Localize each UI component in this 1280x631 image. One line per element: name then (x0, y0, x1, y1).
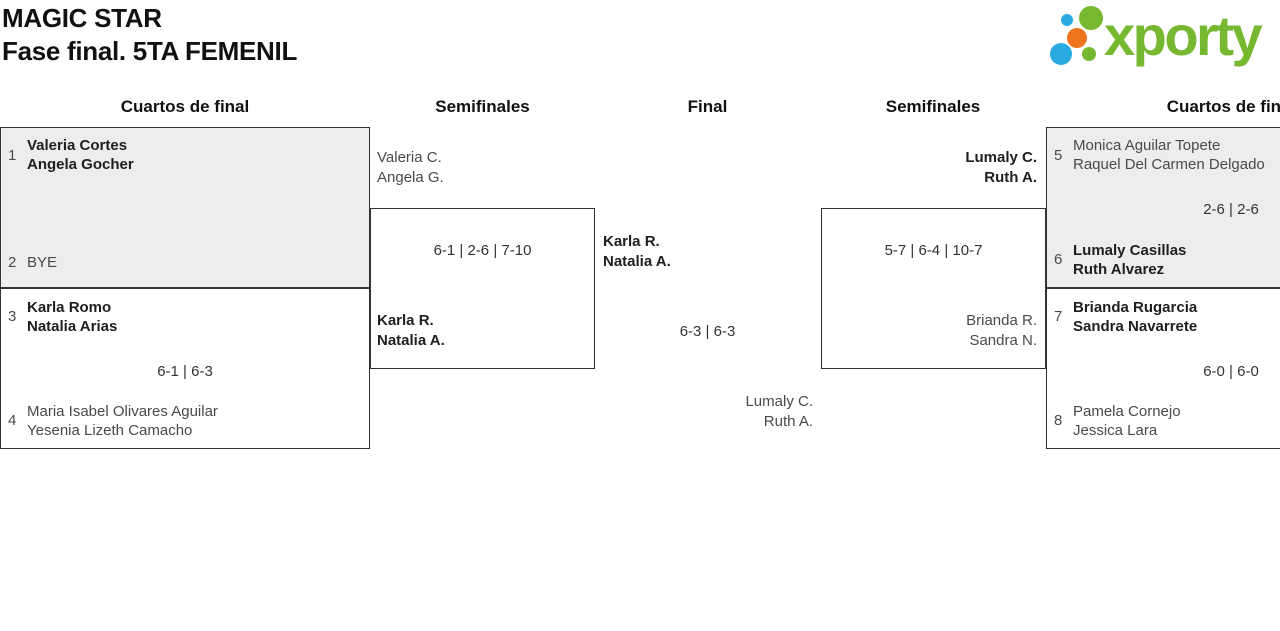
player-name: Ruth A. (984, 169, 1037, 186)
qf1-seed-top: 1 (8, 147, 17, 164)
sf2-team-top: Lumaly C. Ruth A. (965, 148, 1037, 188)
player-name: Angela G. (377, 169, 444, 186)
qf4-seed-top: 7 (1054, 308, 1063, 325)
final-score: 6-3 | 6-3 (679, 323, 736, 340)
sf1-score: 6-1 | 2-6 | 7-10 (433, 242, 532, 259)
qf2-seed-bottom: 4 (8, 412, 17, 429)
qf4-score: 6-0 | 6-0 (1203, 363, 1259, 380)
logo-dot-blue-small (1061, 14, 1073, 26)
sf1-team-bottom: Karla R. Natalia A. (377, 311, 445, 351)
player-name: Sandra N. (969, 332, 1037, 349)
player-name: Karla R. (377, 312, 434, 329)
logo-dot-orange (1067, 28, 1087, 48)
final-team-bottom: Lumaly C. Ruth A. (745, 392, 813, 432)
match-box-sf2 (821, 208, 1046, 369)
player-name: Valeria Cortes (27, 137, 128, 154)
match-box-qf1 (0, 127, 370, 288)
sf2-team-bottom: Brianda R. Sandra N. (966, 311, 1037, 351)
qf2-score: 6-1 | 6-3 (157, 363, 213, 380)
logo-dot-blue-large (1050, 43, 1072, 65)
qf1-seed-bottom: 2 (8, 254, 17, 271)
player-name: Brianda Rugarcia (1073, 299, 1198, 316)
player-name: Raquel Del Carmen Delgado (1073, 156, 1265, 173)
match-box-qf2 (0, 288, 370, 449)
qf1-team-top: Valeria Cortes Angela Gocher (27, 136, 134, 174)
player-name: Yesenia Lizeth Camacho (27, 422, 193, 439)
player-name: Brianda R. (966, 312, 1037, 329)
player-name: Lumaly Casillas (1073, 242, 1187, 259)
player-name: Lumaly C. (965, 149, 1037, 166)
player-name: Angela Gocher (27, 156, 134, 173)
tournament-header: MAGIC STAR Fase final. 5TA FEMENIL (2, 2, 297, 68)
logo-dot-green-large (1079, 6, 1103, 30)
round-header-sf-right: Semifinales (885, 97, 981, 116)
player-name: Natalia Arias (27, 318, 118, 335)
player-name: Jessica Lara (1073, 422, 1158, 439)
player-name: Ruth Alvarez (1073, 261, 1165, 278)
category-subtitle: Fase final. 5TA FEMENIL (2, 36, 298, 66)
player-name: Natalia A. (377, 332, 445, 349)
match-box-qf4 (1046, 288, 1280, 449)
player-name: Ruth A. (763, 413, 813, 430)
logo-dot-green-small (1082, 47, 1096, 61)
sf1-team-top: Valeria C. Angela G. (377, 148, 444, 188)
match-box-qf3 (1046, 127, 1280, 288)
player-name: Karla R. (603, 233, 660, 250)
player-name: Pamela Cornejo (1073, 403, 1181, 420)
bye-label: BYE (27, 254, 58, 271)
qf4-team-bottom: Pamela Cornejo Jessica Lara (1073, 402, 1181, 440)
sf2-score: 5-7 | 6-4 | 10-7 (884, 242, 983, 259)
player-name: Lumaly C. (745, 393, 813, 410)
round-header-qf-right: Cuartos de final (1166, 97, 1280, 116)
qf4-seed-bottom: 8 (1054, 412, 1063, 429)
match-box-sf1 (370, 208, 595, 369)
player-name: Sandra Navarrete (1073, 318, 1198, 335)
qf3-team-top: Monica Aguilar Topete Raquel Del Carmen … (1073, 136, 1265, 174)
qf3-score: 2-6 | 2-6 (1203, 201, 1259, 218)
player-name: Valeria C. (377, 149, 442, 166)
logo-wordmark: xporty (1104, 4, 1263, 67)
player-name: Natalia A. (603, 253, 671, 270)
qf2-team-bottom: Maria Isabel Olivares Aguilar Yesenia Li… (27, 402, 218, 440)
player-name: Maria Isabel Olivares Aguilar (27, 403, 218, 420)
qf4-team-top: Brianda Rugarcia Sandra Navarrete (1073, 298, 1197, 336)
qf3-team-bottom: Lumaly Casillas Ruth Alvarez (1073, 241, 1186, 279)
player-name: Monica Aguilar Topete (1073, 137, 1221, 154)
tournament-title: MAGIC STAR (2, 3, 162, 33)
qf1-team-bottom: BYE (27, 253, 57, 272)
qf2-team-top: Karla Romo Natalia Arias (27, 298, 117, 336)
qf3-seed-top: 5 (1054, 147, 1063, 164)
player-name: Karla Romo (27, 299, 112, 316)
round-header-qf-left: Cuartos de final (120, 97, 250, 116)
qf2-seed-top: 3 (8, 308, 17, 325)
round-header-final: Final (687, 97, 728, 116)
final-team-top: Karla R. Natalia A. (603, 232, 671, 272)
round-header-sf-left: Semifinales (435, 97, 530, 116)
qf3-seed-bottom: 6 (1054, 251, 1063, 268)
